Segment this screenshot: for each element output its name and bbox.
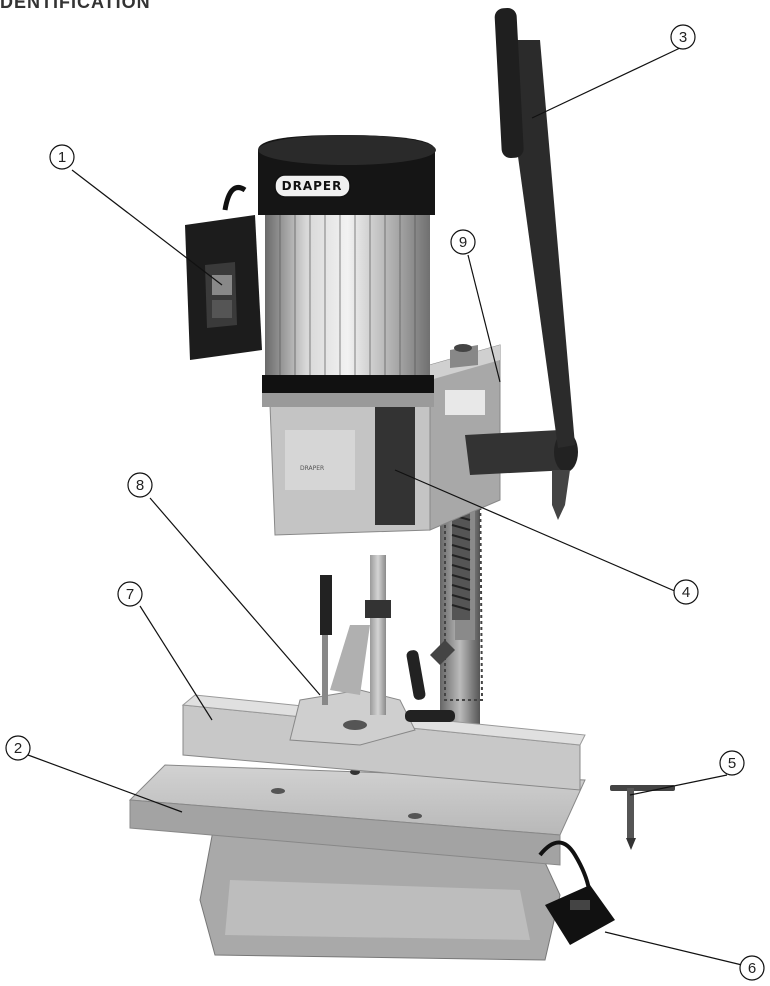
operating-handle [494, 7, 575, 448]
callout-7: 7 [117, 581, 143, 607]
chuck-key [610, 785, 675, 850]
head-casting: DRAPER [269, 344, 501, 536]
brand-logo: DRAPER [282, 179, 343, 193]
callout-3-number: 3 [679, 29, 687, 46]
callout-6-number: 6 [748, 960, 756, 977]
callout-1: 1 [49, 144, 75, 170]
callout-4: 4 [673, 579, 699, 605]
callout-1-number: 1 [58, 149, 66, 166]
callout-7-number: 7 [126, 586, 134, 603]
callout-8: 8 [127, 472, 153, 498]
locking-levers [405, 640, 455, 722]
work-table [128, 764, 586, 866]
callout-8-number: 8 [136, 477, 144, 494]
callout-2: 2 [5, 735, 31, 761]
page-heading-fragment: DENTIFICATION [0, 0, 151, 12]
spec-plate: DRAPER [300, 465, 324, 472]
leader-lines [27, 47, 743, 966]
return-spring [451, 510, 471, 620]
callout-9-number: 9 [459, 234, 467, 251]
hold-down [289, 625, 416, 746]
motor: DRAPER [258, 135, 436, 407]
switch-box [185, 185, 262, 360]
callout-5-number: 5 [728, 755, 736, 772]
callout-4-number: 4 [682, 584, 690, 601]
chisel [320, 555, 391, 715]
callout-3: 3 [670, 24, 696, 50]
callout-9: 9 [450, 229, 476, 255]
callout-6: 6 [739, 955, 765, 981]
callout-5: 5 [719, 750, 745, 776]
power-plug [538, 840, 615, 945]
callout-2-number: 2 [14, 740, 22, 757]
